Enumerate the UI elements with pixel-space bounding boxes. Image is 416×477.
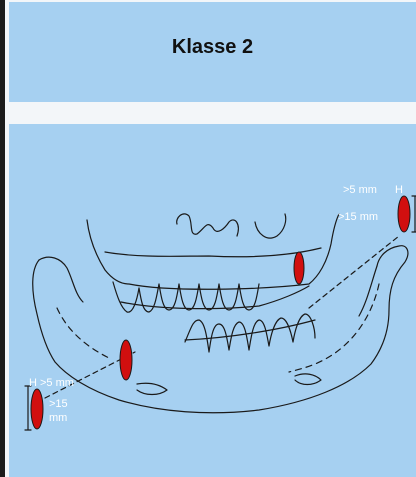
measure-guide-right	[309, 236, 399, 308]
left-height-label: H	[29, 377, 37, 389]
left-width-label: >5 mm	[40, 377, 74, 389]
defect-right-legend	[398, 196, 410, 232]
left-h-bracket	[25, 386, 31, 430]
mental-foramen-left	[137, 383, 167, 394]
left-depth-label-line2: mm	[49, 412, 67, 424]
mandible-diagram-panel: >5 mm H >15 mm H >5 mm >15 mm	[9, 124, 416, 477]
defect-right-alveolar	[294, 252, 304, 284]
page-title: Klasse 2	[172, 36, 253, 59]
right-width-label: >5 mm	[343, 184, 377, 196]
page-edge	[0, 0, 5, 477]
mandible-diagram: >5 mm H >15 mm H >5 mm >15 mm	[9, 124, 416, 477]
right-depth-label: >15 mm	[338, 211, 378, 223]
right-height-label: H	[395, 184, 403, 196]
ramus-right-inner	[359, 266, 377, 316]
mandible-outline	[33, 246, 408, 413]
defect-left-legend	[31, 389, 43, 429]
defect-left-alveolar	[120, 340, 132, 380]
mandibular-canal-left	[57, 308, 109, 358]
right-h-bracket	[412, 196, 416, 232]
nasal-aperture	[177, 214, 239, 236]
mental-foramen-right	[295, 374, 321, 385]
ramus-left-inner	[39, 257, 83, 302]
mandibular-canal-right	[289, 284, 379, 372]
left-depth-label-line1: >15	[49, 398, 68, 410]
title-panel: Klasse 2	[9, 2, 416, 102]
sinus-floor	[105, 248, 321, 257]
orbit-right	[255, 214, 286, 238]
